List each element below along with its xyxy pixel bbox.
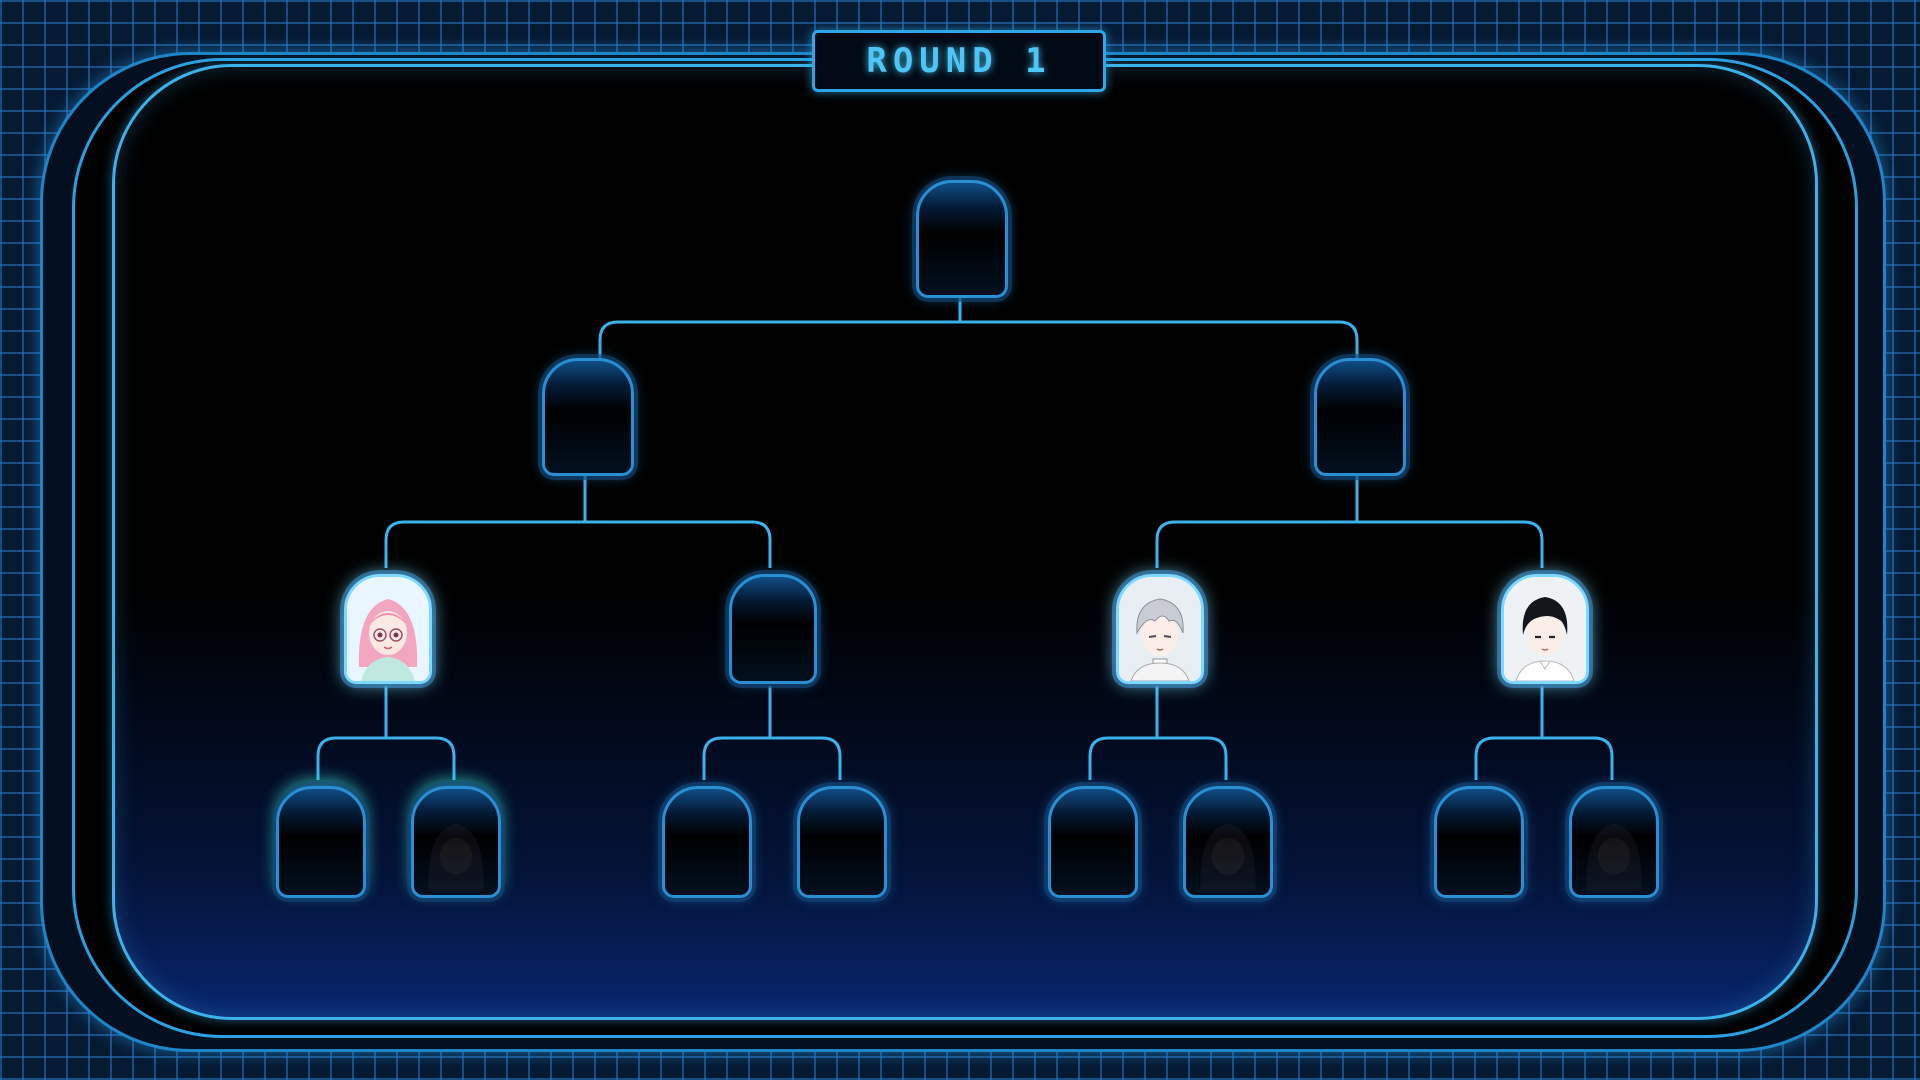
connector-q2 (702, 686, 842, 780)
connector-q3 (1088, 686, 1228, 780)
character-portrait-dark-girl-faded (1586, 823, 1642, 891)
character-portrait-silver-boy (1119, 577, 1201, 681)
bracket-slot-quarter-4[interactable] (1501, 574, 1589, 684)
character-portrait-black-haired-boy (1504, 577, 1586, 681)
bracket-slot-quarter-2[interactable] (729, 574, 817, 684)
bracket-slot-quarter-3[interactable] (1116, 574, 1204, 684)
bracket-slot-r8-6[interactable] (1183, 786, 1273, 898)
bracket-slot-r8-2[interactable] (411, 786, 501, 898)
connector-semi-left (384, 474, 772, 568)
connector-q4 (1474, 686, 1614, 780)
connector-semi-right (1155, 474, 1544, 568)
round-plate: ROUND 1 (812, 30, 1106, 92)
bracket-slot-final[interactable] (916, 180, 1008, 298)
round-title: ROUND 1 (866, 41, 1052, 81)
bracket-slot-quarter-1[interactable] (344, 574, 432, 684)
character-portrait-dark-girl-faded (1200, 823, 1256, 891)
bracket-slot-r8-7[interactable] (1434, 786, 1524, 898)
connector-final (598, 296, 1359, 366)
bracket-slot-r8-1[interactable] (276, 786, 366, 898)
bracket-slot-r8-4[interactable] (797, 786, 887, 898)
bracket-slot-r8-3[interactable] (662, 786, 752, 898)
bracket-slot-r8-5[interactable] (1048, 786, 1138, 898)
bracket-slot-semi-left[interactable] (542, 358, 634, 476)
bracket-slot-semi-right[interactable] (1314, 358, 1406, 476)
connector-q1 (316, 686, 456, 780)
bracket-slot-r8-8[interactable] (1569, 786, 1659, 898)
character-portrait-dark-girl-faded (428, 823, 484, 891)
character-portrait-pink-girl (347, 577, 429, 681)
